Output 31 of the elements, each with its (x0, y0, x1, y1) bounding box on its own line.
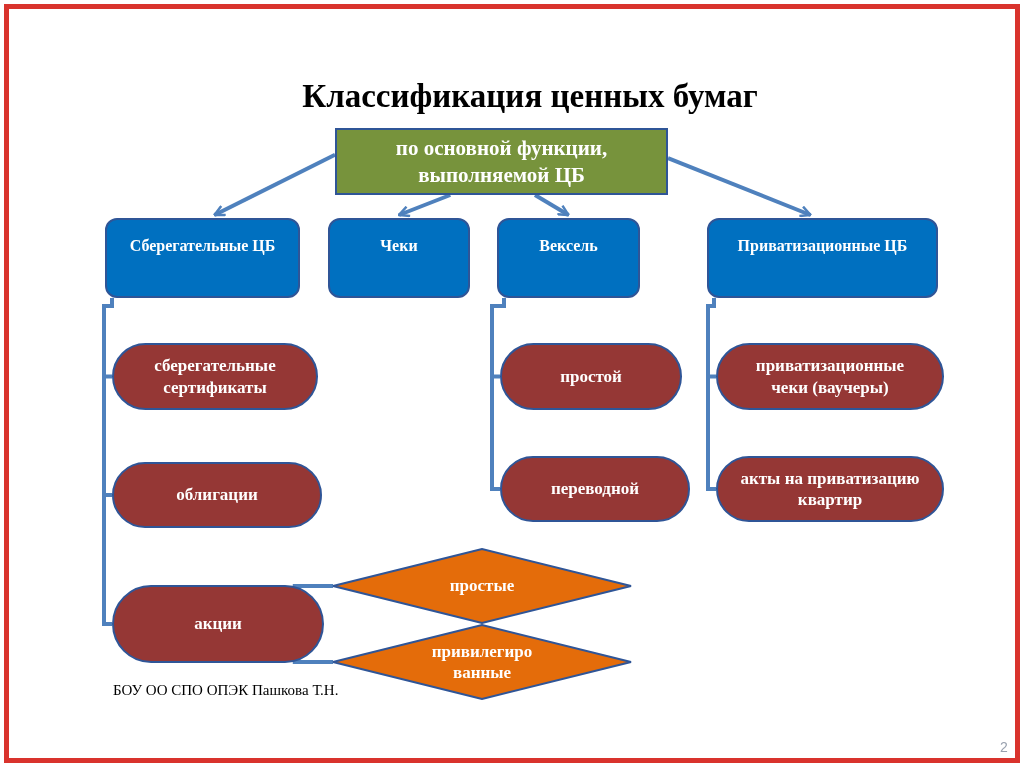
page-number: 2 (1000, 738, 1008, 757)
connector (706, 298, 716, 491)
connector (667, 156, 812, 218)
author-note: БОУ ОО СПО ОПЭК Пашкова Т.Н. (113, 681, 339, 700)
criterion-box (335, 128, 668, 195)
category-box (328, 218, 470, 298)
node-label: облигации (176, 484, 258, 506)
connector (292, 584, 333, 588)
diagram-title: Классификация ценных бумаг (301, 77, 759, 116)
connector (397, 193, 451, 218)
node-label: приватизационные чеки (ваучеры) (754, 355, 906, 398)
node-label: простые (449, 575, 515, 597)
node-label: Приватизационные ЦБ (737, 236, 908, 256)
node-label: по основной функции, выполняемой ЦБ (394, 135, 609, 188)
connector (102, 298, 114, 626)
node-label: сберегательные сертификаты (153, 355, 277, 398)
category-box (707, 218, 938, 298)
connector (533, 193, 570, 217)
category-box (105, 218, 300, 298)
node-label: переводной (550, 478, 640, 500)
connector (490, 298, 506, 491)
node-label: акты на приватизацию квартир (740, 467, 920, 511)
node-label: Вексель (539, 236, 598, 256)
node-label: Чеки (380, 236, 418, 256)
node-label: Сберегательные ЦБ (129, 236, 276, 256)
diamond-node (332, 548, 632, 624)
connector (213, 153, 336, 217)
node-label: простой (560, 365, 622, 388)
category-box (497, 218, 640, 298)
node-label: акции (194, 613, 242, 635)
node-label: привилегиро ванные (430, 640, 534, 684)
